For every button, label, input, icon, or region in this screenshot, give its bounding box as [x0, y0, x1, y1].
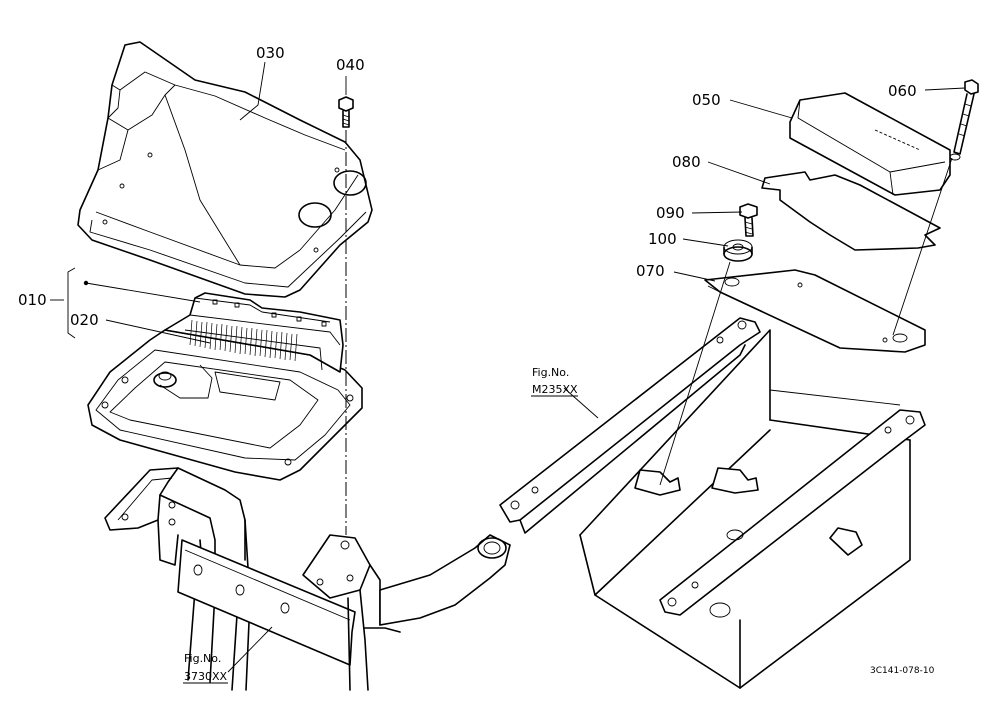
- part-label-090: 090: [656, 204, 685, 222]
- part-label-070: 070: [636, 262, 665, 280]
- drawing-code: 3C141-078-10: [870, 666, 935, 676]
- part-label-060: 060: [888, 82, 917, 100]
- part-label-100: 100: [648, 230, 677, 248]
- gasket-080: [761, 171, 941, 251]
- bolt-090: [739, 203, 758, 237]
- fig-ref-3730-line2: 3730XX: [184, 670, 228, 683]
- right-base-tray: [499, 317, 926, 689]
- module-050: [789, 92, 951, 196]
- leader-lines: [50, 61, 966, 673]
- alignment-line-right-2: [892, 157, 953, 336]
- ecu-cover: [77, 41, 373, 298]
- fig-ref-m235-line2: M235XX: [532, 383, 578, 396]
- part-label-020: 020: [70, 311, 99, 329]
- spacer-100: [723, 239, 753, 262]
- part-label-080: 080: [672, 153, 701, 171]
- alignment-line-right-1: [659, 261, 731, 486]
- left-mounting-bracket: [104, 467, 511, 691]
- bolt-060: [949, 79, 979, 161]
- part-label-030: 030: [256, 44, 285, 62]
- fig-ref-3730-line1: Fig.No.: [184, 652, 221, 665]
- part-label-040: 040: [336, 56, 365, 74]
- ecu-controller: [87, 292, 363, 481]
- part-label-050: 050: [692, 91, 721, 109]
- bolt-040: [338, 96, 354, 128]
- fig-ref-m235-line1: Fig.No.: [532, 366, 569, 379]
- mounting-plate-070: [704, 269, 926, 353]
- part-label-010: 010: [18, 291, 47, 309]
